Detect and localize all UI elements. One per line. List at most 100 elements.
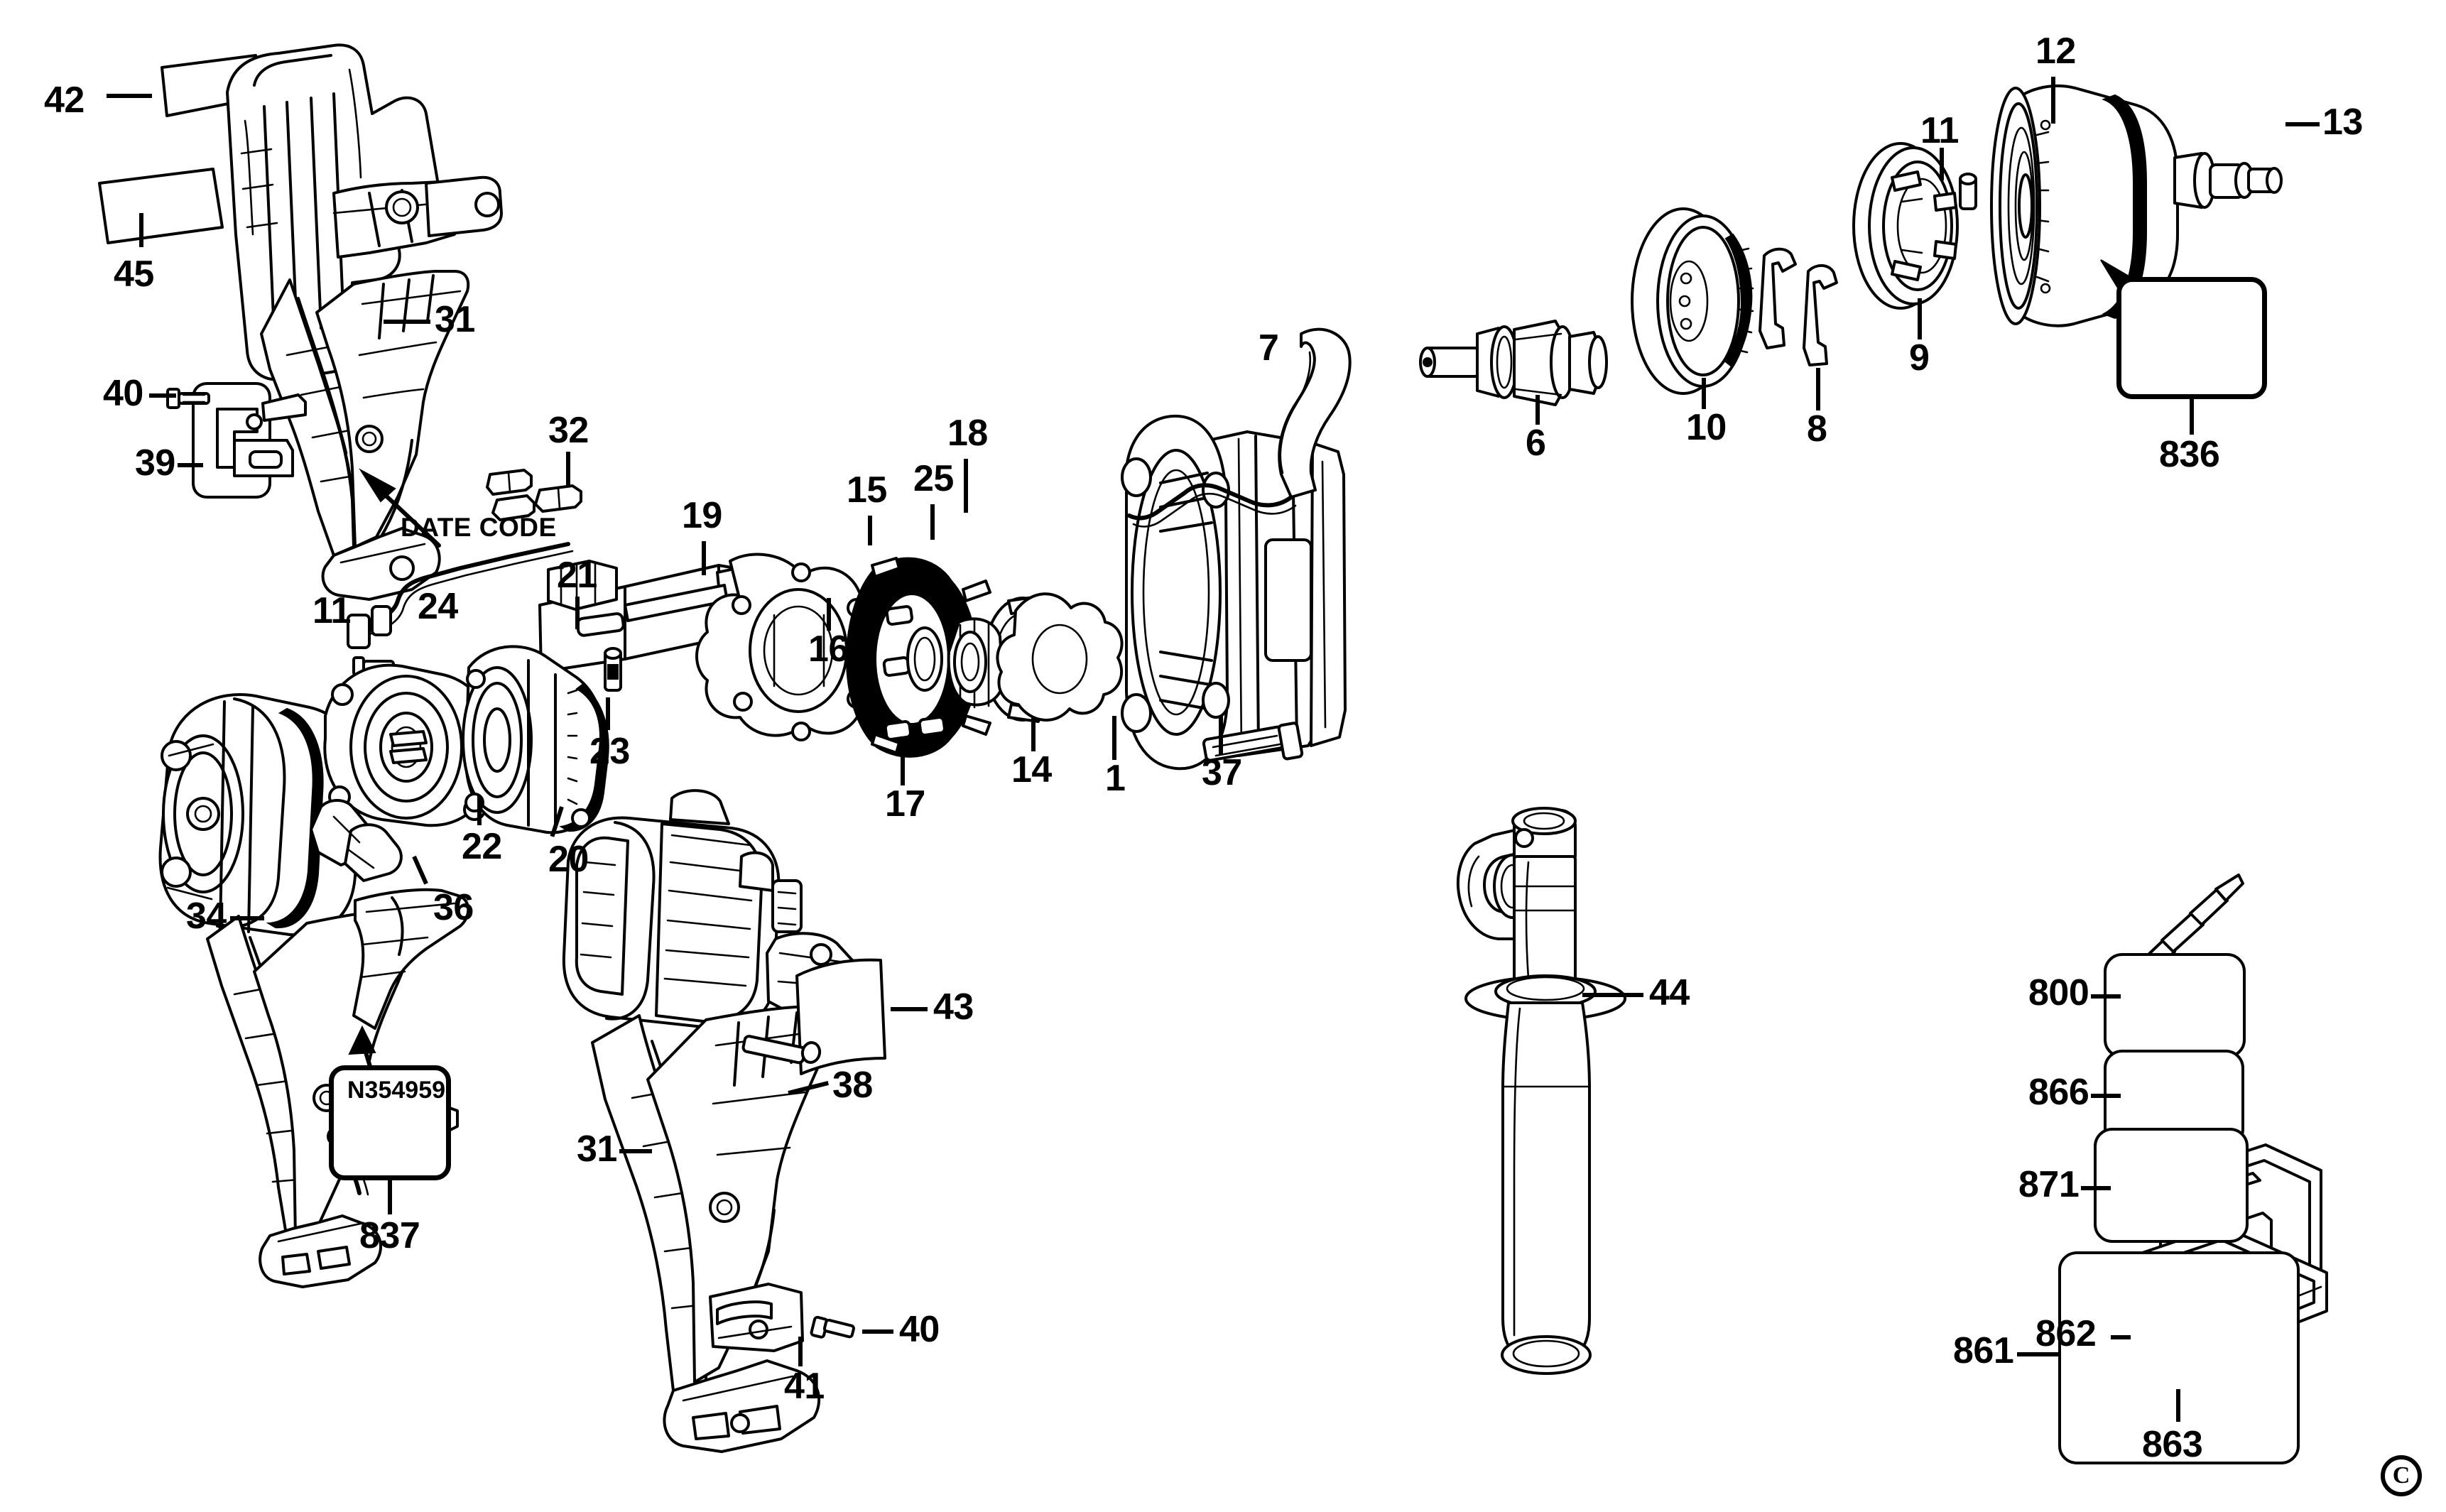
housing-assembly-34 [158,693,470,1288]
output-spindle-6 [1419,320,1608,406]
bearing-plate-9 [1852,142,1959,310]
pin-38 [741,1035,822,1065]
callout-19: 19 [682,495,722,536]
leader-19 [702,541,706,575]
callout-866: 866 [2028,1072,2089,1113]
leader-31b [619,1149,652,1153]
dowel-pins-17 [882,605,946,741]
leader-14 [1031,717,1036,751]
pin-11-right [1959,173,1977,210]
leader-861 [2017,1352,2061,1356]
callout-31: 31 [435,299,475,340]
callout-21: 21 [557,555,597,596]
leader-37 [1219,716,1223,754]
leader-16 [827,598,831,631]
callout-38: 38 [832,1065,873,1106]
clips-8 [1759,247,1838,366]
callout-1: 1 [1105,758,1126,799]
leader-45 [139,213,143,247]
tool-body-31b [562,789,886,1453]
callout-863: 863 [2142,1424,2203,1465]
leader-836 [2190,398,2194,435]
leader-32 [566,452,570,487]
kit-box-837 [329,1065,451,1180]
housing-clamshell-top [98,43,503,601]
brush-23 [604,647,622,692]
callout-20: 20 [548,839,589,880]
terminal-contacts-32 [486,469,582,521]
callout-8: 8 [1807,408,1827,450]
kit-box-836 [2116,277,2267,399]
fan-baffle-22 [323,663,496,827]
leader-41 [798,1337,803,1366]
callout-41: 41 [784,1366,825,1407]
callout-24: 24 [418,586,458,627]
leader-21 [575,597,580,629]
collar-ring-10 [1631,207,1754,395]
callout-34: 34 [186,896,227,937]
callout-39: 39 [135,442,175,484]
switch-lever-36 [310,799,403,882]
callout-6: 6 [1526,423,1546,464]
date-code-label: DATE CODE [401,513,557,542]
battery-terminal-cover-41 [709,1283,804,1352]
leader-866 [2091,1094,2121,1098]
callout-13: 13 [2322,102,2363,143]
leader-862 [2111,1335,2131,1339]
copyright-icon: C [2381,1455,2422,1496]
leader-43 [891,1007,928,1011]
leader-6 [1535,395,1540,425]
leader-22 [477,795,482,825]
leader-12 [2051,77,2055,124]
leader-9 [1918,298,1922,339]
o-ring-25 [906,626,943,692]
callout-37: 37 [1202,752,1242,793]
leader-40 [149,393,176,398]
leader-1 [1112,716,1116,760]
leader-31 [384,320,430,324]
washer-plate-14 [996,592,1124,722]
callout-12: 12 [2035,31,2076,72]
leader-25 [930,504,935,540]
leader-800 [2091,994,2121,999]
armature-20 [462,645,609,834]
callout-16: 16 [808,629,849,670]
callout-45: 45 [114,254,154,295]
leader-10 [1702,378,1706,409]
callout-837: 837 [359,1215,420,1256]
callout-36: 36 [433,887,474,928]
screw-37 [1202,722,1304,762]
kit-box-861 [2058,1251,2300,1464]
callout-836: 836 [2159,434,2220,475]
callout-43: 43 [933,986,974,1028]
callout-42: 42 [44,80,85,121]
callout-40: 40 [103,373,143,414]
callout-14: 14 [1011,749,1052,790]
leader-39 [178,463,203,467]
callout-25: 25 [913,458,954,499]
leader-863 [2176,1389,2180,1422]
pinion-18 [947,617,1004,709]
callout-44: 44 [1649,972,1690,1013]
leader-13 [2285,122,2320,126]
leader-42 [107,94,152,98]
callout-31b: 31 [577,1128,617,1170]
forward-reverse-lever-7 [1127,327,1352,528]
callout-11b: 11 [1920,110,1959,151]
callout-861: 861 [1953,1330,2014,1371]
callout-7: 7 [1259,327,1279,369]
callout-15: 15 [847,469,887,511]
leader-11b [1940,148,1944,180]
callout-23: 23 [589,731,630,772]
leader-44 [1582,993,1643,997]
wire-lead-24 [347,542,574,649]
callout-11a: 11 [312,590,351,631]
kit-box-800 [2104,953,2246,1058]
leader-15 [868,516,872,545]
callout-18: 18 [947,413,988,454]
callout-871: 871 [2018,1164,2080,1205]
leader-40b [862,1329,893,1334]
leader-837 [388,1180,392,1214]
callout-9: 9 [1909,337,1930,379]
